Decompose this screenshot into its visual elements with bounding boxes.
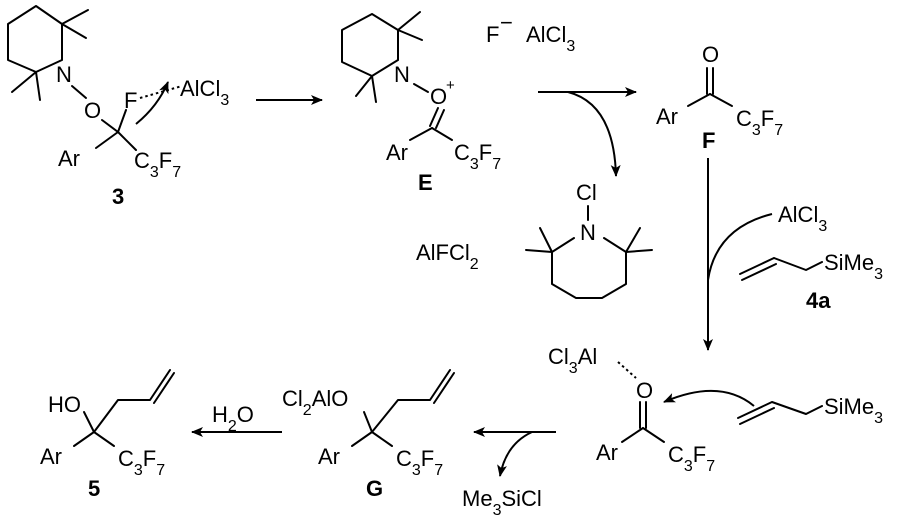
alkoxide-G-c3f7-label: C3F7 — [396, 446, 443, 479]
h2o-label: H2O — [212, 402, 254, 435]
compound-3-no-bond — [71, 85, 87, 99]
byproduct-cl-label: Cl — [576, 180, 597, 205]
intermediate-E-label: E — [418, 170, 433, 195]
reagent-4a-label: 4a — [806, 288, 831, 313]
reagent-curve-to-arrow — [707, 213, 773, 281]
product-5-number: 5 — [88, 476, 100, 501]
intermediate-E-ring-bonds — [341, 13, 399, 77]
complex-o-label: O — [636, 378, 653, 403]
compound-3-methyl-bonds — [11, 9, 89, 101]
branch-arrow-to-byproduct — [567, 91, 621, 177]
byproduct: Cl N AlFCl2 — [416, 180, 653, 299]
alkoxide-G-label: G — [366, 476, 383, 501]
product-5-c-c3f7-bond — [93, 431, 115, 447]
compound-3-cf-bond — [117, 109, 127, 133]
complex-curved-arrow — [663, 389, 755, 407]
compound-3-ring-bonds — [7, 5, 63, 73]
ketone-F-c3f7-label: C3F7 — [736, 106, 783, 139]
complex-al-o-dashed-bond — [617, 361, 637, 379]
compound-3-f-label: F — [124, 88, 137, 113]
compound-3-c3f7-label: C3F7 — [134, 148, 181, 181]
byproduct-n-label: N — [580, 220, 596, 245]
product-5: HO Ar C3F7 5 — [40, 369, 175, 501]
intermediate-E-methyl-bonds — [355, 11, 423, 103]
complex-c-c3f7-bond — [642, 427, 665, 443]
ketone-F-label: F — [702, 128, 715, 153]
byproduct-ring-bonds — [551, 237, 627, 299]
compound-3-aryl-label: Ar — [58, 146, 80, 171]
reagent-sime3-label: SiMe3 — [824, 250, 883, 283]
intermediate-E-no-bond — [413, 83, 429, 93]
intermediate-E: N O + Ar C3F7 E — [341, 11, 501, 195]
anion-f-label: F — [486, 22, 499, 47]
complex-cl3al-label: Cl3Al — [548, 344, 597, 377]
ketone-F-c-aryl-bond — [687, 93, 711, 107]
intermediate-E-aryl-label: Ar — [386, 140, 408, 165]
ketone-F-o-label: O — [702, 42, 719, 67]
intermediate-E-o-label: O — [430, 84, 447, 109]
complex-c3f7-label: C3F7 — [668, 442, 715, 475]
compound-3-n-label: N — [56, 62, 72, 87]
alkoxide-G-c-aryl-bond — [351, 431, 373, 447]
me3sicl-label: Me3SiCl — [462, 486, 542, 519]
ketone-F: O Ar C3F7 F — [656, 42, 783, 153]
complex-allylsilane-bonds — [737, 401, 823, 425]
anion-minus: − — [500, 10, 513, 35]
compound-3-alcl3-label: AlCl3 — [180, 76, 229, 109]
compound-3-f-al-dashed-bond — [139, 85, 183, 99]
product-5-aryl-label: Ar — [40, 444, 62, 469]
byproduct-alfcl2-label: AlFCl2 — [416, 240, 479, 273]
compound-3-oc-bond — [101, 119, 119, 133]
intermediate-E-oc-double-bond — [429, 107, 445, 129]
alkoxide-G: Cl2AlO Ar C3F7 G — [282, 369, 455, 501]
reagent-alcl3-label: AlCl3 — [778, 202, 827, 235]
alkoxide-G-allyl-bonds — [371, 369, 455, 433]
complex-c-aryl-bond — [621, 427, 644, 443]
ketone-F-c-c3f7-bond — [709, 93, 733, 107]
intermediate-E-c-aryl-bond — [409, 127, 433, 141]
complex-sime3-label: SiMe3 — [824, 394, 883, 427]
intermediate-E-charge: + — [446, 77, 455, 94]
compound-3-o-label: O — [84, 98, 101, 123]
compound-3-c-aryl-bond — [95, 131, 119, 149]
intermediate-E-c-c3f7-bond — [431, 127, 453, 141]
fluoroaluminate-anion: F − AlCl3 — [486, 10, 575, 55]
product-5-o-c-bond — [83, 411, 95, 433]
reagents-4a: AlCl3 SiMe3 4a — [739, 202, 883, 313]
product-5-allyl-bonds — [93, 369, 175, 433]
reagent-allyl-bonds — [739, 257, 823, 281]
compound-3-curved-arrow — [135, 81, 169, 125]
lewis-acid-complex: Cl3Al O Ar C3F7 SiMe3 — [548, 344, 883, 475]
complex-co-double-bond — [639, 401, 647, 429]
compound-3-number: 3 — [112, 184, 124, 209]
byproduct-methyl-bonds — [525, 227, 653, 253]
alkoxide-G-aryl-label: Ar — [318, 444, 340, 469]
intermediate-E-c3f7-label: C3F7 — [454, 140, 501, 173]
anion-alcl3-label: AlCl3 — [526, 22, 575, 55]
product-5-c3f7-label: C3F7 — [118, 446, 165, 479]
compound-3-c-c3f7-bond — [117, 131, 137, 151]
product-5-ho-label: HO — [48, 392, 81, 417]
alkoxide-G-cl2alo-label: Cl2AlO — [282, 386, 348, 419]
ketone-F-co-double-bond — [706, 67, 714, 95]
product-5-c-aryl-bond — [73, 431, 95, 447]
alkoxide-G-o-c-bond — [363, 411, 373, 433]
alkoxide-G-c-c3f7-bond — [371, 431, 393, 447]
complex-aryl-label: Ar — [596, 440, 618, 465]
intermediate-E-n-label: N — [394, 62, 410, 87]
branch-arrow-to-me3sicl — [497, 431, 533, 477]
ketone-F-aryl-label: Ar — [656, 104, 678, 129]
compound-3: N O F AlCl3 Ar C3F7 3 — [7, 5, 229, 209]
